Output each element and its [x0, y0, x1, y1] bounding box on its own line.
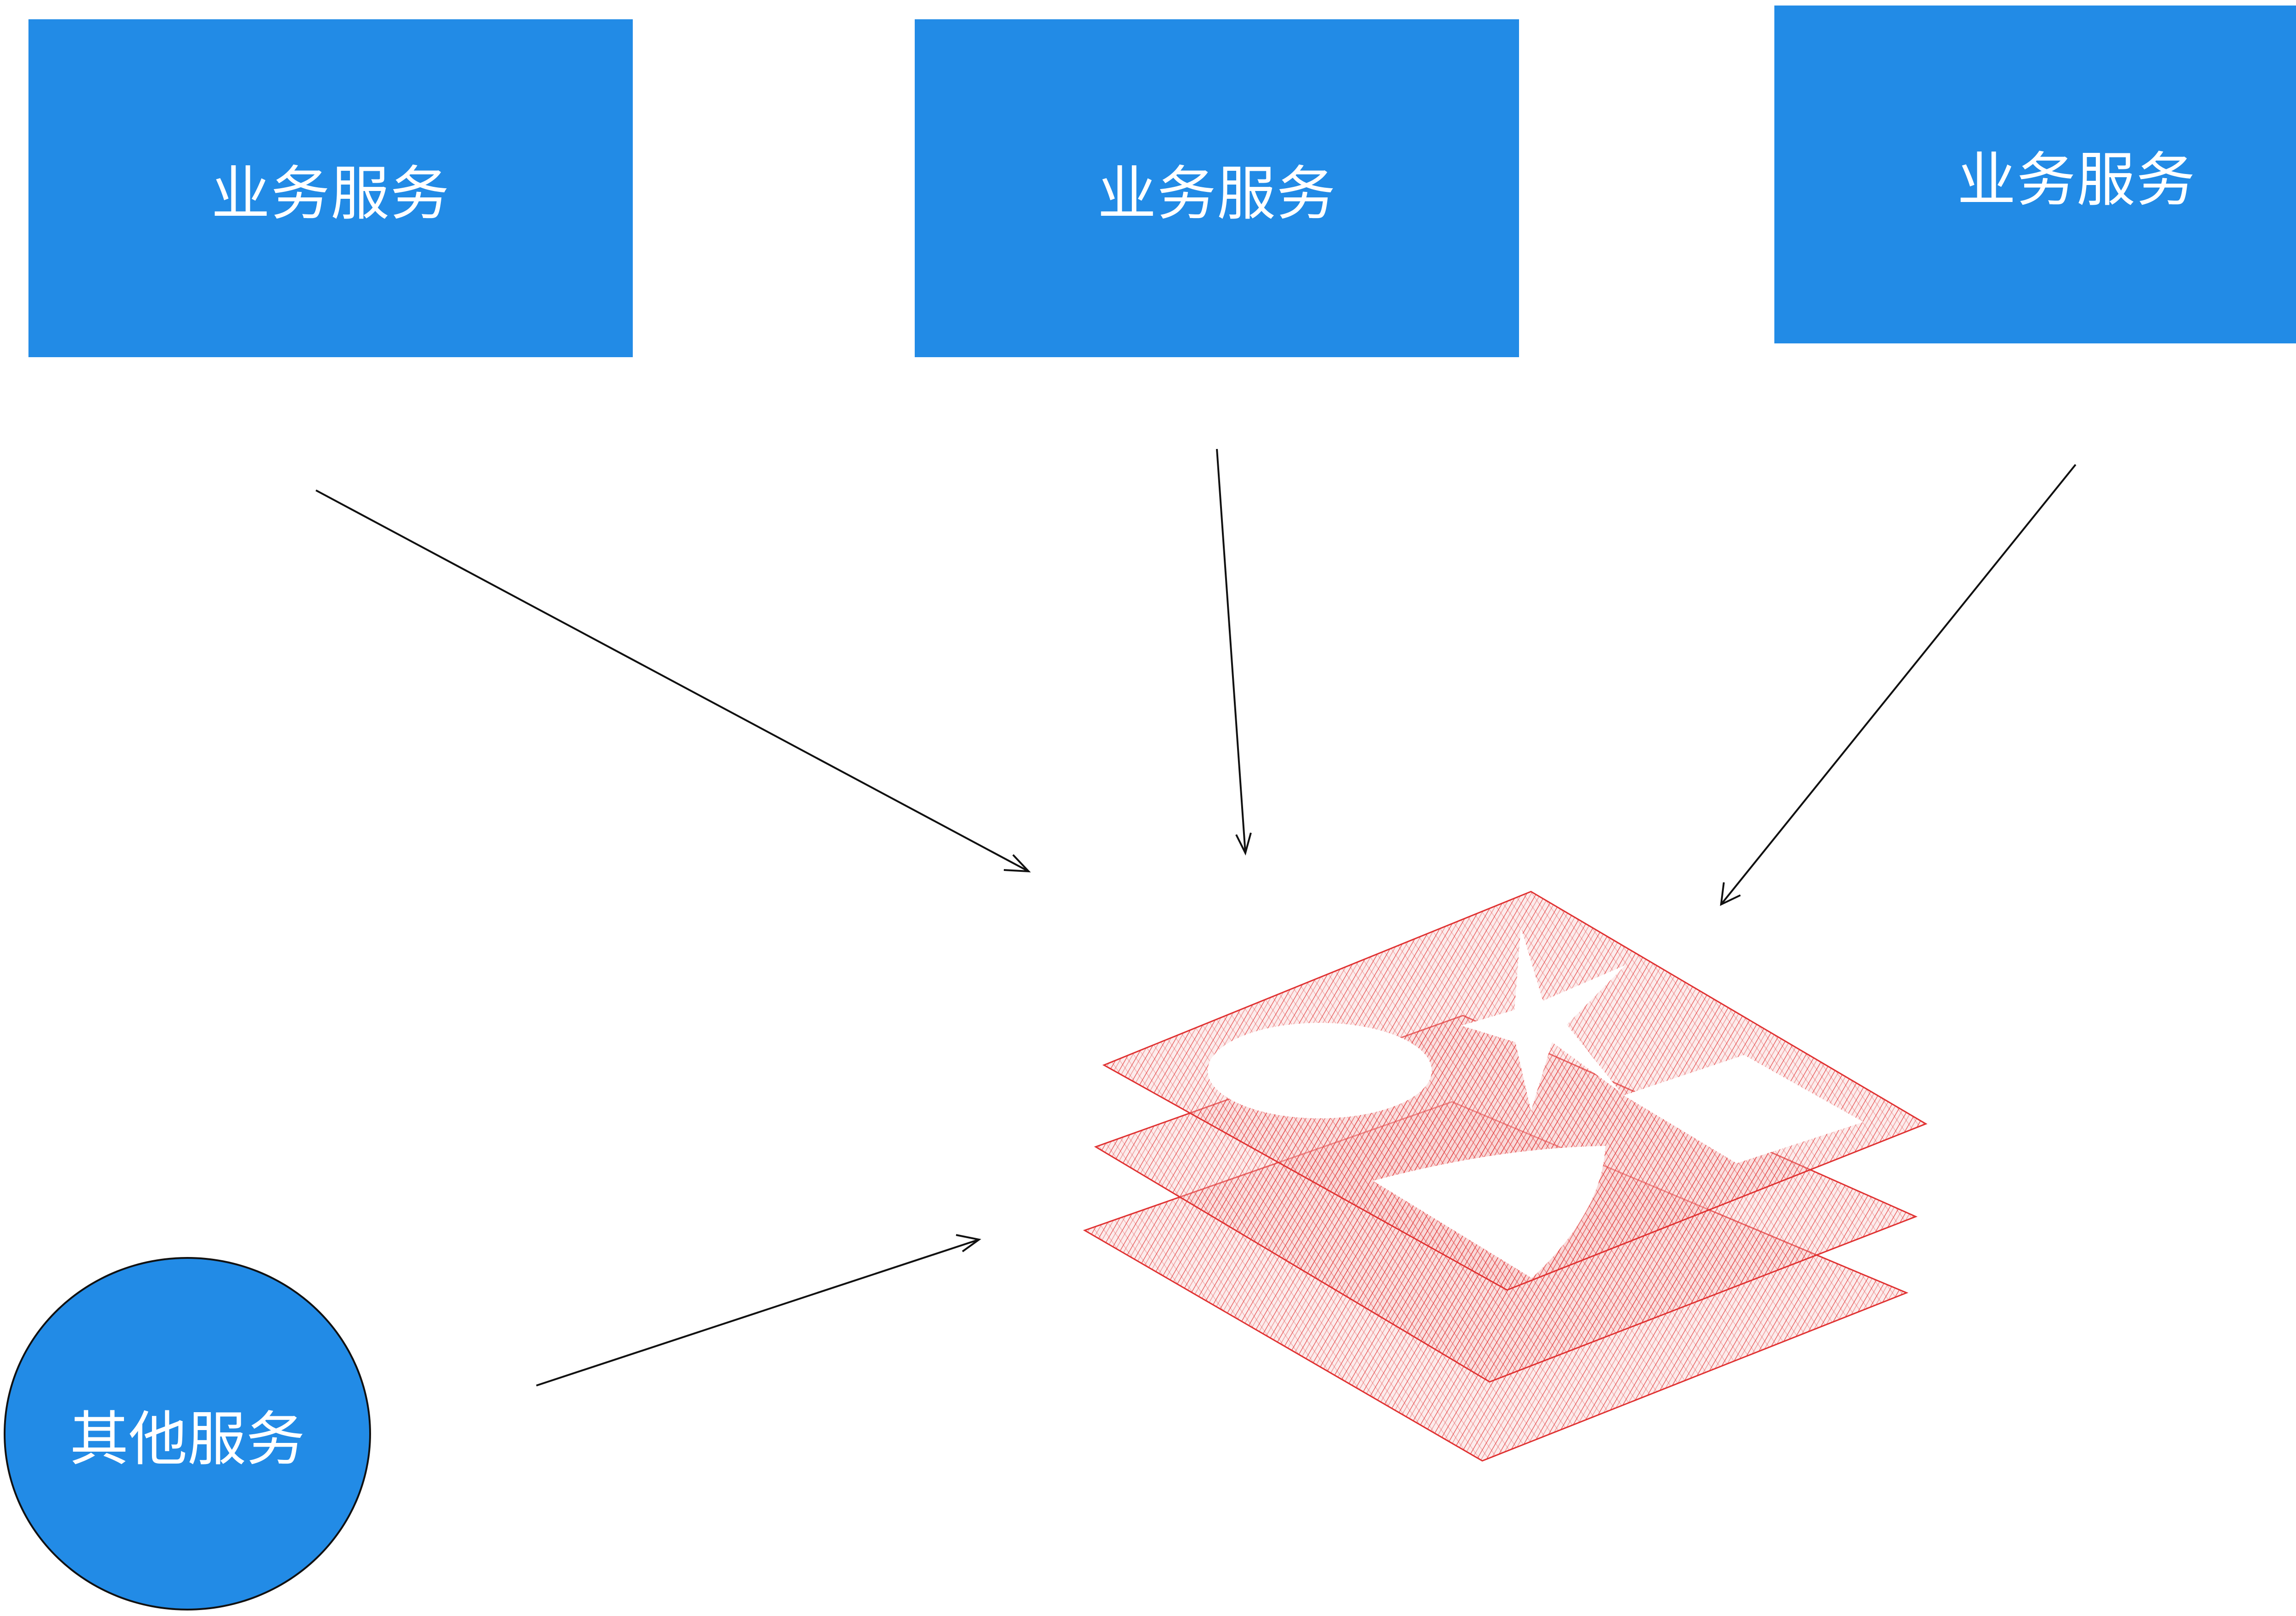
arrow-head-3 [1720, 882, 1741, 906]
business-service-box-2[interactable]: 业务服务 [915, 19, 1519, 357]
business-service-label-1: 业务服务 [211, 159, 450, 228]
layer-bottom [1083, 1101, 1908, 1462]
ellipse-cutout [1208, 1023, 1432, 1118]
business-service-label-3: 业务服务 [1957, 146, 2196, 214]
layer-top [1102, 891, 1928, 1291]
arrow-head-4 [956, 1234, 981, 1252]
arrow-from-service-3 [1720, 464, 2077, 905]
layer-middle [1094, 1015, 1918, 1383]
business-service-box-3[interactable]: 业务服务 [1774, 6, 2296, 343]
triangle-cutout [1373, 1146, 1605, 1278]
arrow-head-2 [1235, 832, 1252, 856]
stacked-layers-icon [1083, 891, 1928, 1462]
arrow-from-other-service [536, 1239, 979, 1386]
diamond-cutout [1624, 1055, 1863, 1163]
other-service-label: 其他服务 [69, 1405, 305, 1474]
star-cutout [1461, 927, 1626, 1111]
arrow-from-service-1 [315, 489, 1029, 872]
business-service-box-1[interactable]: 业务服务 [28, 19, 633, 357]
arrow-head-1 [1003, 854, 1031, 873]
business-service-label-2: 业务服务 [1097, 159, 1336, 228]
arrow-from-service-2 [1216, 449, 1246, 853]
other-service-circle[interactable]: 其他服务 [4, 1257, 371, 1610]
